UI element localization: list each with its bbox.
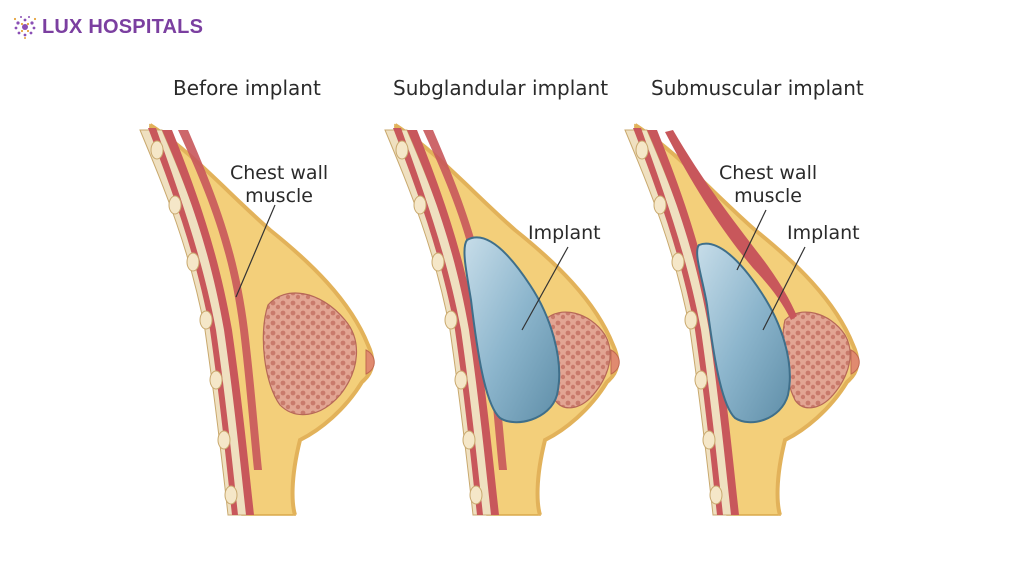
label-line: Chest wall (230, 162, 329, 184)
panel-title-subglandular: Subglandular implant (393, 76, 609, 100)
implant-submuscular (696, 242, 791, 424)
muscle-callout-line (736, 209, 767, 271)
panel-before-illustration (138, 123, 377, 517)
implant-subglandular (463, 236, 561, 424)
panel-title-submuscular: Submuscular implant (651, 76, 864, 100)
label-line: Chest wall (719, 162, 818, 184)
lux-logo-icon (13, 16, 37, 39)
panel-title-before: Before implant (173, 76, 321, 100)
implant-callout-line (521, 246, 569, 331)
label-line: muscle (245, 185, 313, 207)
brand-name: LUX HOSPITALS (42, 15, 204, 38)
callout-chest-wall-muscle-submuscular: Chest wall muscle (719, 162, 817, 208)
gland-tissue (262, 292, 357, 416)
callout-chest-wall-muscle-before: Chest wall muscle (230, 162, 328, 208)
label-line: Implant (787, 222, 860, 244)
brand: LUX HOSPITALS (12, 14, 203, 40)
callout-implant-submuscular: Implant (787, 222, 860, 245)
label-line: Implant (528, 222, 601, 244)
panel-submuscular-illustration (623, 123, 862, 517)
muscle-callout-line (235, 204, 276, 298)
callout-implant-subglandular: Implant (528, 222, 601, 245)
implant-callout-line (762, 246, 806, 331)
panel-subglandular-illustration (383, 123, 622, 517)
label-line: muscle (734, 185, 802, 207)
